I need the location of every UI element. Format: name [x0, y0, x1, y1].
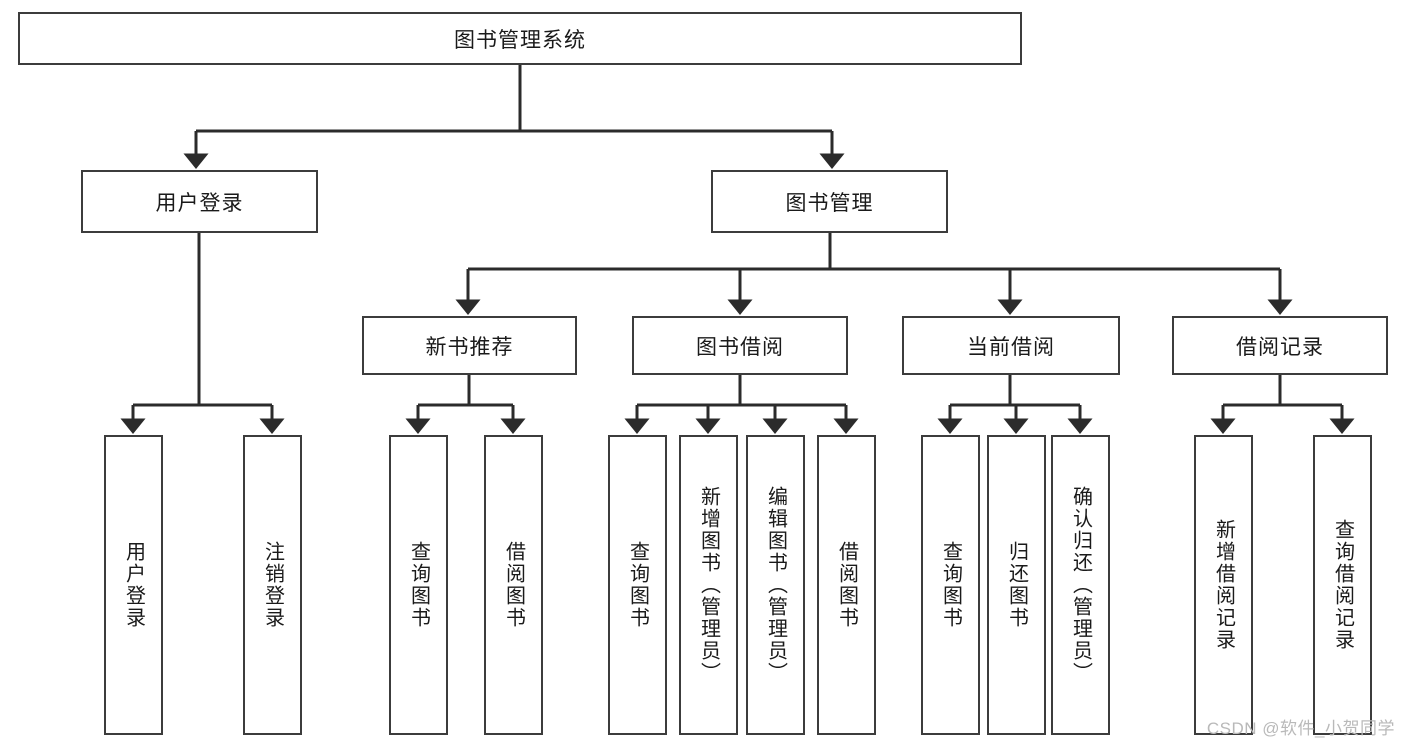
leaf-current-borrow-confirm-return-admin[interactable]: 确认归还（管理员）	[1051, 435, 1110, 735]
leaf-book-borrow-edit-book-admin[interactable]: 编辑图书（管理员）	[746, 435, 805, 735]
leaf-current-borrow-return-book[interactable]: 归还图书	[987, 435, 1046, 735]
node-label: 图书借阅	[696, 335, 784, 359]
node-label: 确认归还（管理员）	[1069, 486, 1092, 684]
leaf-book-borrow-add-book-admin[interactable]: 新增图书（管理员）	[679, 435, 738, 735]
node-label: 查询图书	[407, 541, 430, 629]
leaf-borrow-record-query-record[interactable]: 查询借阅记录	[1313, 435, 1372, 735]
node-label: 编辑图书（管理员）	[764, 486, 787, 684]
node-label: 新增图书（管理员）	[697, 486, 720, 684]
node-label: 用户登录	[122, 541, 145, 629]
node-label: 借阅记录	[1236, 335, 1324, 359]
leaf-current-borrow-query-book[interactable]: 查询图书	[921, 435, 980, 735]
leaf-new-book-borrow-book[interactable]: 借阅图书	[484, 435, 543, 735]
node-borrow-record[interactable]: 借阅记录	[1172, 316, 1388, 375]
node-label: 查询图书	[626, 541, 649, 629]
node-label: 归还图书	[1005, 541, 1028, 629]
node-label: 用户登录	[155, 191, 244, 215]
node-label: 注销登录	[261, 541, 284, 629]
node-root-book-management-system[interactable]: 图书管理系统	[18, 12, 1022, 65]
node-label: 查询图书	[939, 541, 962, 629]
leaf-user-login-logout[interactable]: 注销登录	[243, 435, 302, 735]
node-book-management[interactable]: 图书管理	[711, 170, 948, 233]
node-label: 新增借阅记录	[1212, 519, 1235, 651]
node-new-book-recommend[interactable]: 新书推荐	[362, 316, 577, 375]
node-label: 图书管理	[785, 191, 874, 215]
node-label: 新书推荐	[425, 335, 514, 359]
watermark: CSDN @软件_小贺同学	[1206, 719, 1395, 738]
leaf-borrow-record-add-record[interactable]: 新增借阅记录	[1194, 435, 1253, 735]
node-label: 借阅图书	[835, 541, 858, 629]
leaf-book-borrow-borrow-book[interactable]: 借阅图书	[817, 435, 876, 735]
node-user-login[interactable]: 用户登录	[81, 170, 318, 233]
node-book-borrow[interactable]: 图书借阅	[632, 316, 848, 375]
leaf-new-book-query-book[interactable]: 查询图书	[389, 435, 448, 735]
node-current-borrow[interactable]: 当前借阅	[902, 316, 1120, 375]
leaf-user-login-login[interactable]: 用户登录	[104, 435, 163, 735]
node-label: 当前借阅	[967, 335, 1055, 359]
node-label: 查询借阅记录	[1331, 519, 1354, 651]
leaf-book-borrow-query-book[interactable]: 查询图书	[608, 435, 667, 735]
node-label: 图书管理系统	[454, 28, 586, 52]
node-label: 借阅图书	[502, 541, 525, 629]
